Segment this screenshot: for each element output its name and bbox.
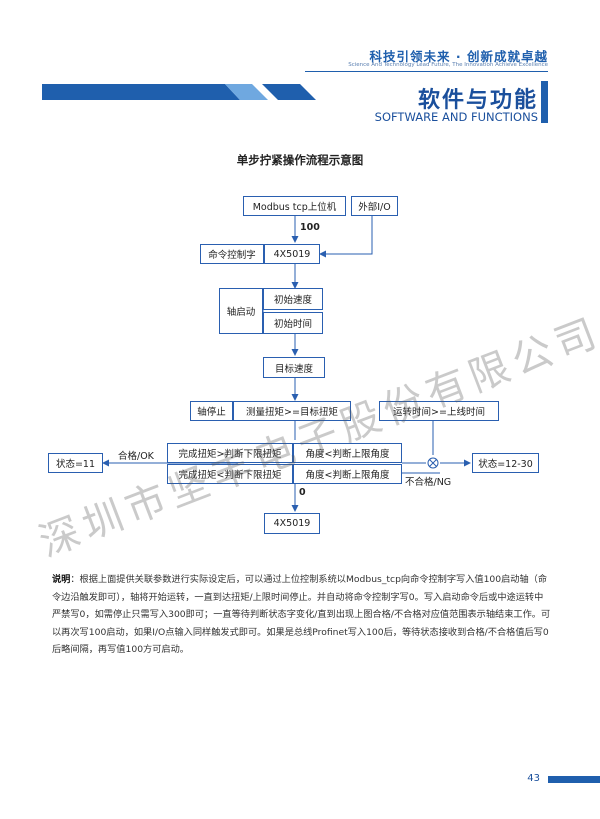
- angle-lower-box: 角度<判断上限角度: [293, 464, 402, 484]
- title-accent-bar: [541, 81, 548, 123]
- page-number: 43: [527, 773, 540, 784]
- init-speed-box: 初始速度: [263, 288, 323, 310]
- modbus-host-box: Modbus tcp上位机: [243, 196, 346, 216]
- done-upper-box: 完成扭矩>判断下限扭矩: [167, 443, 293, 463]
- flow-connectors: [102, 215, 471, 512]
- target-speed-box: 目标速度: [263, 357, 325, 378]
- register-4x5019-bottom: 4X5019: [264, 513, 320, 534]
- runtime-box: 运转时间>=上线时间: [379, 401, 499, 421]
- page-title-en: SOFTWARE AND FUNCTIONS: [374, 110, 538, 124]
- register-4x5019-top: 4X5019: [264, 244, 320, 264]
- value-0-label: 0: [299, 487, 306, 498]
- header-stripes: [42, 84, 316, 100]
- header-slogan-en: Science And Technology Lead Future, The …: [348, 62, 548, 68]
- page-title: 软件与功能: [417, 88, 538, 113]
- header-slogan: 科技引领未来 · 创新成就卓越: [369, 49, 548, 64]
- note-lead: 说明: [52, 574, 71, 585]
- measure-torque-box: 测量扭矩>=目标扭矩: [233, 401, 351, 421]
- footer-bar: [548, 776, 600, 783]
- state-ng-box: 状态=12-30: [472, 453, 539, 473]
- state-ok-box: 状态=11: [48, 453, 103, 473]
- ng-label: 不合格/NG: [405, 477, 452, 488]
- external-io-box: 外部I/O: [351, 196, 398, 216]
- diagram-title: 单步拧紧操作流程示意图: [236, 153, 364, 167]
- header-rule: [305, 71, 548, 72]
- axis-stop-box: 轴停止: [190, 401, 233, 421]
- init-time-box: 初始时间: [263, 312, 323, 334]
- explanation-note: 说明：根据上面提供关联参数进行实际设定后，可以通过上位控制系统以Modbus_t…: [52, 571, 552, 659]
- value-100-label: 100: [300, 222, 320, 233]
- note-text: ：根据上面提供关联参数进行实际设定后，可以通过上位控制系统以Modbus_tcp…: [52, 574, 551, 655]
- axis-start-box: 轴启动: [219, 288, 263, 334]
- angle-upper-box: 角度<判断上限角度: [293, 443, 402, 463]
- done-lower-box: 完成扭矩<判断下限扭矩: [167, 464, 293, 484]
- ok-label: 合格/OK: [118, 451, 154, 462]
- cmd-word-box: 命令控制字: [200, 244, 264, 264]
